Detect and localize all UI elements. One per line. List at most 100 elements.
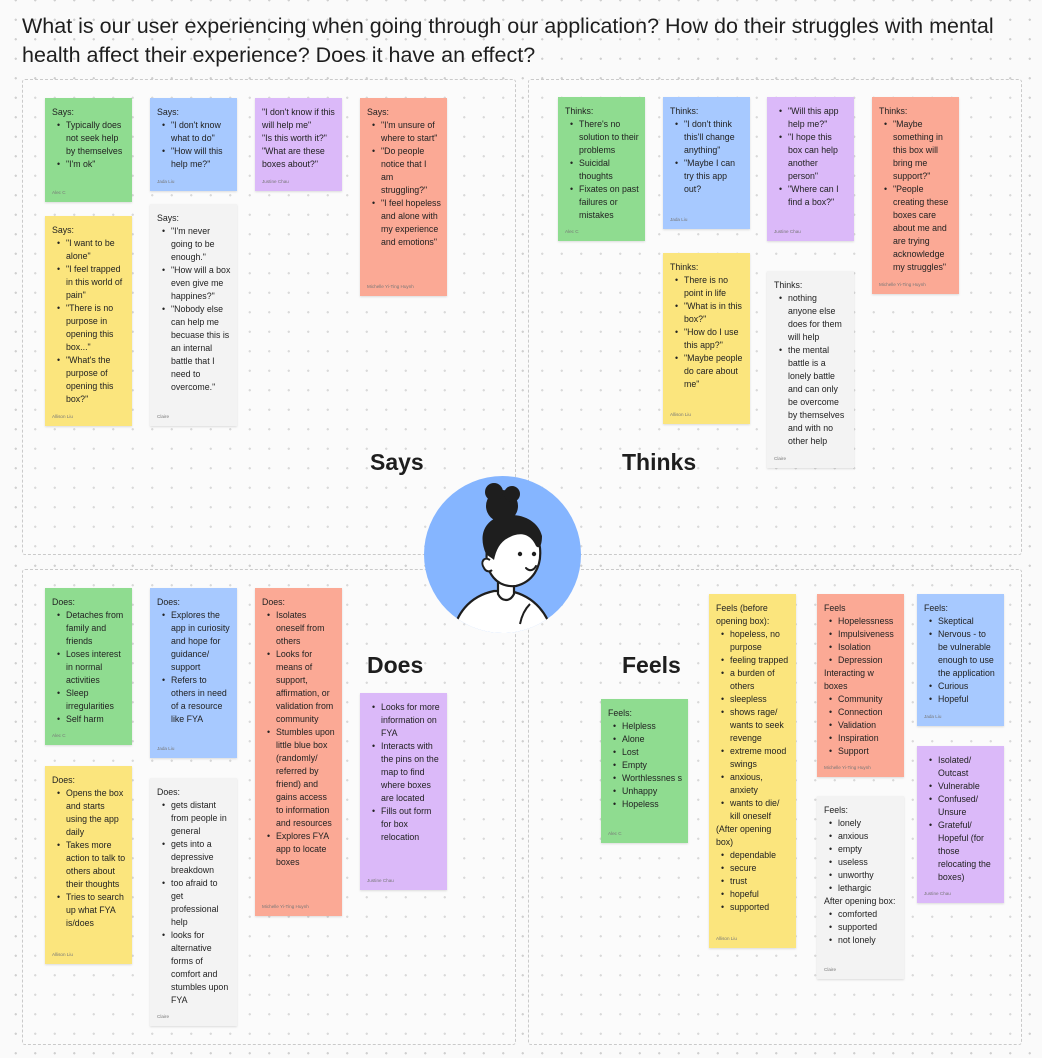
note-item: unworthy — [824, 869, 898, 882]
note-item: hopeless, no purpose — [716, 628, 790, 654]
sticky-note-does[interactable]: Does: Opens the box and starts using the… — [45, 766, 132, 964]
note-item: Suicidal thoughts — [565, 157, 639, 183]
does-label: Does — [367, 652, 423, 679]
note-author: Alec C — [608, 831, 622, 837]
note-item: anxious, anxiety — [716, 771, 790, 797]
note-item: lonely — [824, 817, 898, 830]
note-item: "What's the purpose of opening this box?… — [52, 354, 126, 406]
sticky-note-says[interactable]: Says: "I want to be alone" "I feel trapp… — [45, 216, 132, 426]
note-item: Helpless — [608, 720, 682, 733]
person-avatar-icon — [424, 476, 581, 633]
note-author: Allison Liu — [52, 952, 73, 958]
sticky-note-says[interactable]: "I don't know if this will help me" "Is … — [255, 98, 342, 191]
note-item: anxious — [824, 830, 898, 843]
note-heading: Thinks: — [670, 105, 744, 118]
note-list: "I don't think this'll change anything" … — [670, 118, 744, 196]
note-author: Jada Liu — [670, 217, 687, 223]
note-list: gets distant from people in general gets… — [157, 799, 231, 1007]
note-line: "Is this worth it?" — [262, 132, 336, 145]
note-author: Michelle Yi-Ting Huynh — [824, 765, 871, 771]
note-author: Alec C — [52, 733, 66, 739]
note-item: nothing anyone else does for them will h… — [774, 292, 848, 344]
sticky-note-does[interactable]: Does: Isolates oneself from others Looks… — [255, 588, 342, 916]
note-heading: Feels: — [608, 707, 682, 720]
note-item: Looks for more information on FYA — [367, 701, 441, 740]
sticky-note-says[interactable]: Says: "I don't know what to do" "How wil… — [150, 98, 237, 191]
sticky-note-thinks[interactable]: Thinks: nothing anyone else does for the… — [767, 271, 854, 468]
sticky-note-feels[interactable]: Feels: Skeptical Nervous - to be vulnera… — [917, 594, 1004, 726]
note-subheading: After opening box: — [824, 895, 898, 908]
note-item: Detaches from family and friends — [52, 609, 126, 648]
note-item: "Nobody else can help me becuase this is… — [157, 303, 231, 394]
note-item: "There is no purpose in opening this box… — [52, 302, 126, 354]
note-item: useless — [824, 856, 898, 869]
sticky-note-feels[interactable]: Isolated/ Outcast Vulnerable Confused/ U… — [917, 746, 1004, 903]
note-list: Isolated/ Outcast Vulnerable Confused/ U… — [924, 754, 998, 884]
note-item: Unhappy — [608, 785, 682, 798]
page-title: What is our user experiencing when going… — [22, 12, 1022, 70]
note-item: Alone — [608, 733, 682, 746]
note-item: gets distant from people in general — [157, 799, 231, 838]
note-item: Self harm — [52, 713, 126, 726]
feels-label: Feels — [622, 652, 681, 679]
note-item: "How do I use this app?" — [670, 326, 744, 352]
sticky-note-thinks[interactable]: Thinks: There's no solution to their pro… — [558, 97, 645, 241]
note-item: There's no solution to their problems — [565, 118, 639, 157]
note-list: Helpless Alone Lost Empty Worthlessnes s… — [608, 720, 682, 811]
note-item: Typically does not seek help by themselv… — [52, 119, 126, 158]
note-item: dependable — [716, 849, 790, 862]
note-list: lonely anxious empty useless unworthy le… — [824, 817, 898, 895]
note-item: "I feel trapped in this world of pain" — [52, 263, 126, 302]
note-list: Looks for more information on FYA Intera… — [367, 701, 441, 844]
sticky-note-thinks[interactable]: Thinks: "I don't think this'll change an… — [663, 97, 750, 229]
sticky-note-says[interactable]: Says: "I'm never going to be enough." "H… — [150, 204, 237, 426]
sticky-note-thinks[interactable]: "Will this app help me?" "I hope this bo… — [767, 97, 854, 241]
avatar-illustration — [424, 476, 581, 633]
sticky-note-feels[interactable]: Feels: Helpless Alone Lost Empty Worthle… — [601, 699, 688, 843]
note-heading: Does: — [52, 596, 126, 609]
note-heading: Says: — [52, 224, 126, 237]
sticky-note-says[interactable]: Says: "I'm unsure of where to start" "Do… — [360, 98, 447, 296]
note-item: Empty — [608, 759, 682, 772]
note-item: There is no point in life — [670, 274, 744, 300]
note-heading: Does: — [157, 596, 231, 609]
note-item: extreme mood swings — [716, 745, 790, 771]
sticky-note-feels[interactable]: Feels Hopelessness Impulsiveness Isolati… — [817, 594, 904, 777]
note-heading: Feels: — [824, 804, 898, 817]
sticky-note-does[interactable]: Does: Detaches from family and friends L… — [45, 588, 132, 745]
note-item: Interacts with the pins on the map to fi… — [367, 740, 441, 805]
note-heading: Does: — [262, 596, 336, 609]
note-item: Vulnerable — [924, 780, 998, 793]
note-list: Explores the app in curiosity and hope f… — [157, 609, 231, 726]
note-heading: Thinks: — [774, 279, 848, 292]
note-item: the mental battle is a lonely battle and… — [774, 344, 848, 448]
note-item: Loses interest in normal activities — [52, 648, 126, 687]
note-item: Validation — [824, 719, 898, 732]
note-heading: Feels (before opening box): — [716, 602, 790, 628]
note-item: "How will this help me?" — [157, 145, 231, 171]
note-item: Hopeless — [608, 798, 682, 811]
note-item: a burden of others — [716, 667, 790, 693]
note-subheading: Interacting w boxes — [824, 667, 898, 693]
note-item: Worthlessnes s — [608, 772, 682, 785]
note-heading: Thinks: — [670, 261, 744, 274]
sticky-note-feels[interactable]: Feels: lonely anxious empty useless unwo… — [817, 796, 904, 979]
note-item: lethargic — [824, 882, 898, 895]
sticky-note-does[interactable]: Looks for more information on FYA Intera… — [360, 693, 447, 890]
note-author: Michelle Yi-Ting Huynh — [879, 282, 926, 288]
note-item: Community — [824, 693, 898, 706]
note-item: hopeful — [716, 888, 790, 901]
sticky-note-says[interactable]: Says: Typically does not seek help by th… — [45, 98, 132, 202]
sticky-note-thinks[interactable]: Thinks: There is no point in life "What … — [663, 253, 750, 424]
note-line: "What are these boxes about?" — [262, 145, 336, 171]
note-author: Claire — [157, 414, 169, 420]
note-item: "Maybe something in this box will bring … — [879, 118, 953, 183]
sticky-note-does[interactable]: Does: Explores the app in curiosity and … — [150, 588, 237, 758]
sticky-note-thinks[interactable]: Thinks: "Maybe something in this box wil… — [872, 97, 959, 294]
sticky-note-does[interactable]: Does: gets distant from people in genera… — [150, 778, 237, 1026]
note-subheading: (After opening box) — [716, 823, 790, 849]
note-item: Fills out form for box relocation — [367, 805, 441, 844]
note-item: wants to die/ kill oneself — [716, 797, 790, 823]
sticky-note-feels[interactable]: Feels (before opening box): hopeless, no… — [709, 594, 796, 948]
note-author: Claire — [157, 1014, 169, 1020]
